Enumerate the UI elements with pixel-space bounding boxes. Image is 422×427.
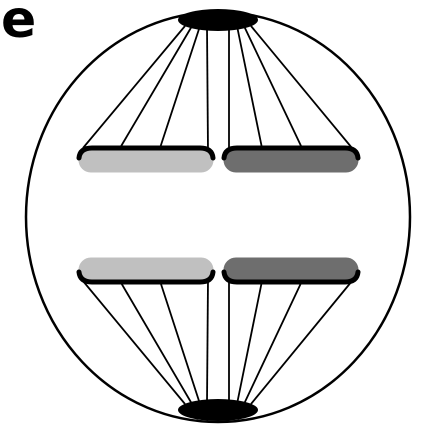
bottom-spindle-pole xyxy=(178,399,258,421)
upper-right-chromatid xyxy=(224,148,358,172)
top-spindle-pole xyxy=(178,9,258,31)
cell-membrane xyxy=(26,12,410,422)
upper-left-chromatid xyxy=(79,148,213,172)
lower-left-chromatid xyxy=(79,258,213,282)
bottom-spindle-fibers xyxy=(83,279,352,404)
top-spindle-fibers xyxy=(83,26,352,152)
lower-right-chromatid xyxy=(224,258,358,282)
